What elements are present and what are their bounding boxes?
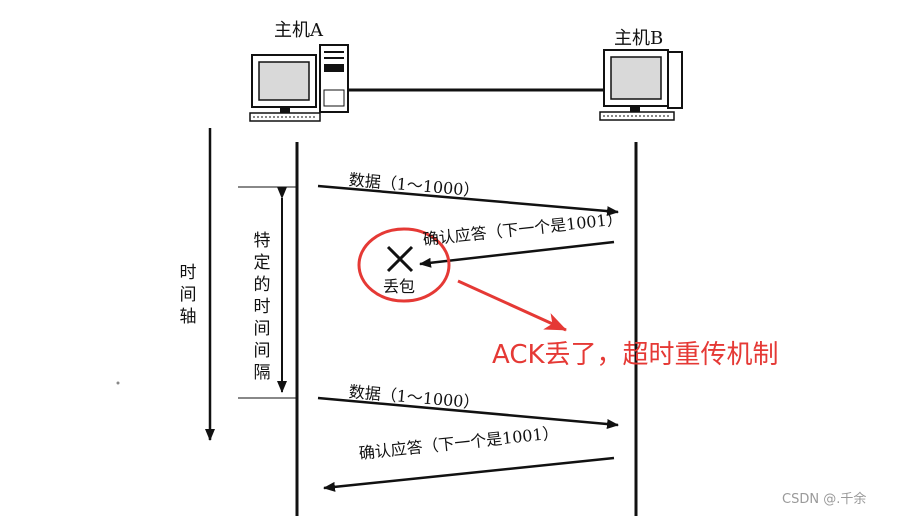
message-4-arrow xyxy=(323,456,615,492)
annotation-text: ACK丢了，超时重传机制 xyxy=(492,340,779,370)
host-b-computer-icon xyxy=(599,49,683,121)
interval-label: 特定的时间间隔 xyxy=(253,231,271,383)
loss-highlight-circle xyxy=(357,227,451,303)
host-b-label: 主机B xyxy=(614,28,664,49)
stray-dot xyxy=(116,381,120,385)
message-2-arrow-lost xyxy=(419,240,615,268)
host-a-computer-icon xyxy=(249,44,349,122)
watermark: CSDN @.千余 xyxy=(782,492,867,507)
time-axis-label: 时间轴 xyxy=(179,263,197,327)
host-a-label: 主机A xyxy=(274,20,323,41)
message-3-arrow xyxy=(317,396,619,429)
packet-loss-label: 丢包 xyxy=(383,277,416,296)
callout-arrow xyxy=(457,279,567,332)
cross-icon xyxy=(386,245,414,273)
message-1-arrow xyxy=(317,184,619,217)
